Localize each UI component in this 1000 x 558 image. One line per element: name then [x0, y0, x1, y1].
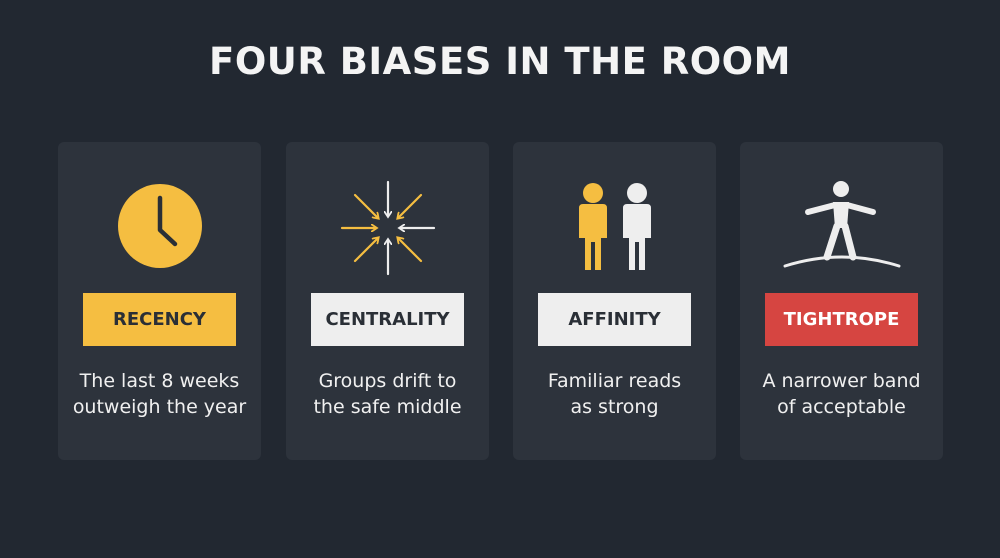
description-line: as strong	[570, 396, 659, 418]
description-line: A narrower band	[762, 370, 921, 392]
centrality-description: Groups drift to the safe middle	[292, 368, 483, 420]
tightrope-walker-icon	[740, 174, 943, 284]
description-line: of acceptable	[777, 396, 906, 418]
card-affinity: AFFINITY Familiar reads as strong	[513, 142, 716, 460]
affinity-badge: AFFINITY	[538, 293, 691, 346]
clock-icon	[58, 174, 261, 284]
description-line: Groups drift to	[318, 370, 457, 392]
description-line: the safe middle	[313, 396, 462, 418]
affinity-description: Familiar reads as strong	[519, 368, 710, 420]
tightrope-description: A narrower band of acceptable	[746, 368, 937, 420]
recency-badge: RECENCY	[83, 293, 236, 346]
slide-title: FOUR BIASES IN THE ROOM	[209, 40, 791, 83]
card-recency: RECENCY The last 8 weeks outweigh the ye…	[58, 142, 261, 460]
centrality-badge: CENTRALITY	[311, 293, 464, 346]
recency-description: The last 8 weeks outweigh the year	[64, 368, 255, 420]
description-line: The last 8 weeks	[79, 370, 240, 392]
tightrope-badge: TIGHTROPE	[765, 293, 918, 346]
card-centrality: CENTRALITY Groups drift to the safe midd…	[286, 142, 489, 460]
two-people-icon	[513, 174, 716, 284]
card-tightrope: TIGHTROPE A narrower band of acceptable	[740, 142, 943, 460]
description-line: Familiar reads	[547, 370, 682, 392]
converging-arrows-icon	[286, 174, 489, 284]
description-line: outweigh the year	[72, 396, 247, 418]
